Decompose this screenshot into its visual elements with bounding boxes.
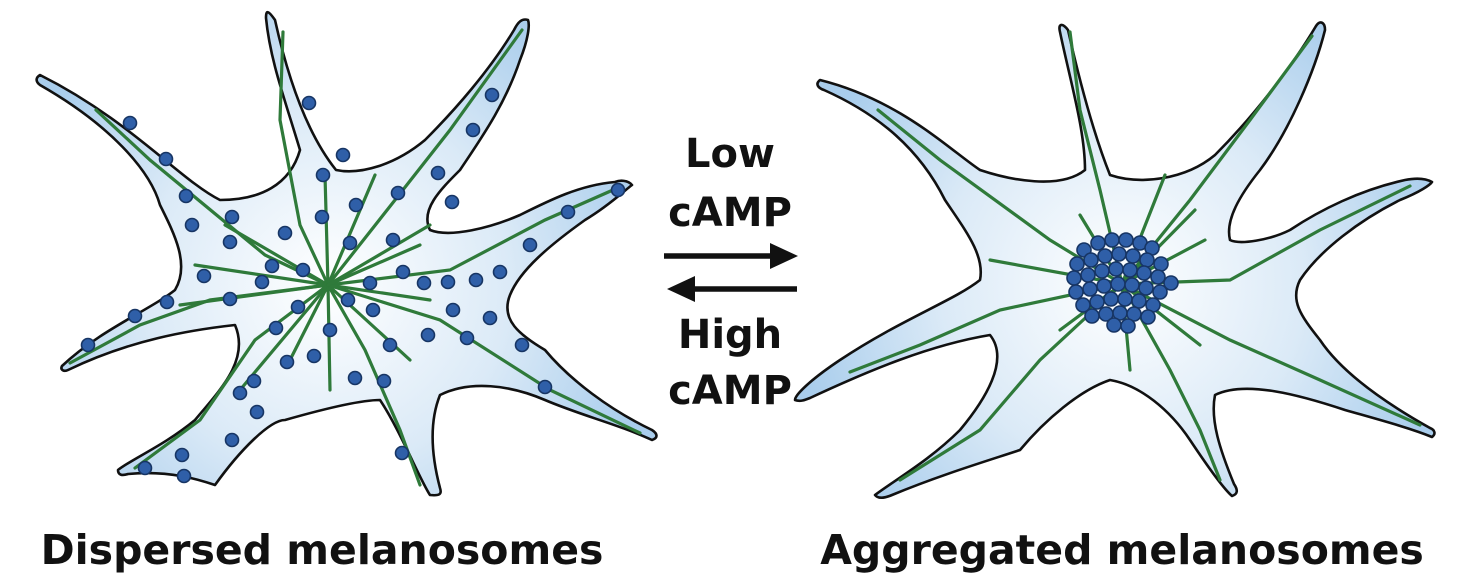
- forward-condition-line1: Low: [685, 131, 775, 177]
- reverse-arrow-icon: [667, 276, 797, 302]
- dispersed-microtubules: [68, 28, 642, 487]
- forward-condition-line2: cAMP: [668, 190, 792, 236]
- reverse-condition-line2: cAMP: [668, 368, 792, 414]
- reverse-condition-line1: High: [678, 312, 782, 358]
- aggregated-caption: Aggregated melanosomes: [820, 526, 1424, 574]
- aggregated-cell: [793, 21, 1436, 499]
- dispersed-cell-body: [35, 10, 658, 497]
- dispersed-caption: Dispersed melanosomes: [41, 526, 604, 574]
- aggregated-melanosome-cluster: [1066, 232, 1179, 334]
- dispersed-melanosomes: [80, 87, 626, 484]
- transition-indicator: Low cAMP High cAMP: [664, 131, 798, 414]
- dispersed-cell: [35, 10, 658, 497]
- forward-arrow-icon: [664, 243, 798, 269]
